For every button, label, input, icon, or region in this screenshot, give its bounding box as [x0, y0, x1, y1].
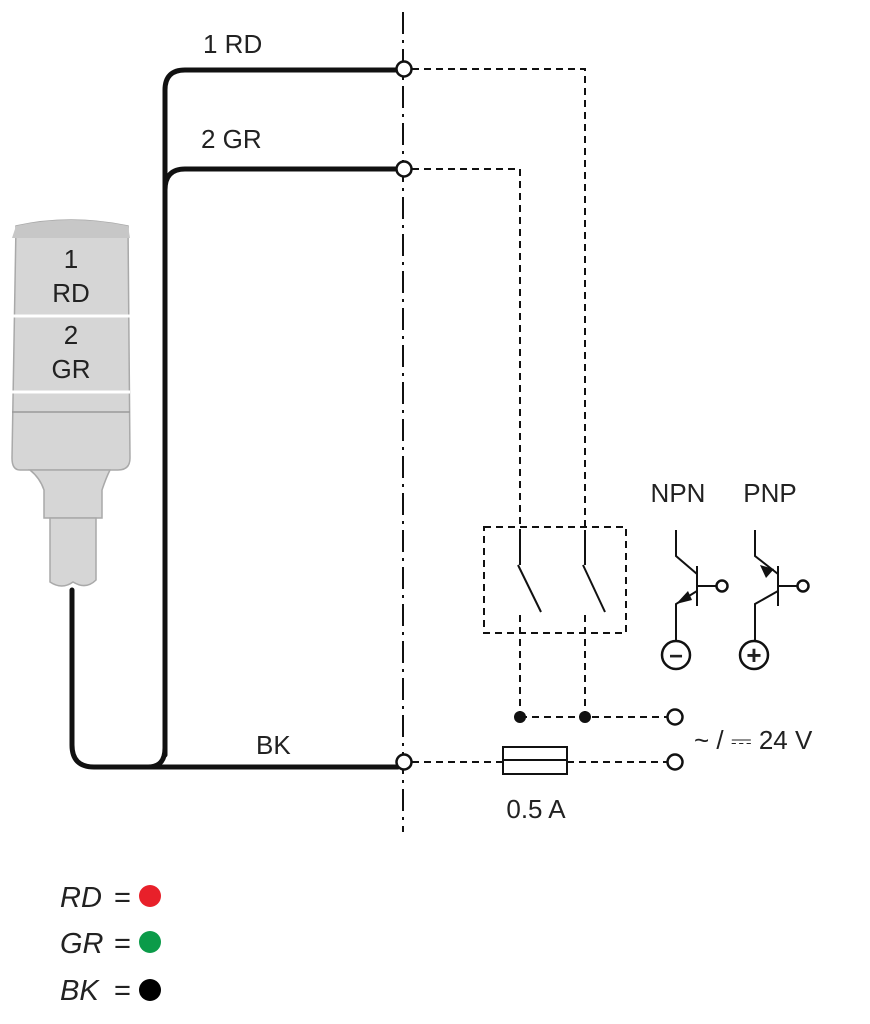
- terminal-rd: [395, 60, 413, 78]
- legend-code-gr: GR: [60, 928, 104, 960]
- legend-eq-gr: =: [114, 928, 131, 960]
- legend-swatch-bk: [139, 979, 161, 1001]
- pnp-transistor-symbol: PNP +: [738, 478, 810, 671]
- tier1-color-code: RD: [52, 278, 90, 308]
- terminal-gr: [395, 160, 413, 178]
- wire-rd: [162, 67, 401, 758]
- tier1-number: 1: [64, 244, 78, 274]
- pnp-emitter-arrow: [760, 565, 774, 578]
- signal-light-base: [27, 469, 112, 519]
- npn-label: NPN: [651, 478, 706, 508]
- legend-swatch-gr: [139, 931, 161, 953]
- tier2-number: 2: [64, 320, 78, 350]
- switch-contact-2: [582, 564, 606, 613]
- npn-emitter-arrow: [676, 591, 692, 604]
- wire-bk: [69, 587, 401, 770]
- switch-box: [483, 526, 627, 634]
- junction-dot: [579, 711, 591, 723]
- tier2-color-code: GR: [52, 354, 91, 384]
- supply-terminal-top: [666, 708, 684, 726]
- wire-gr: [162, 166, 401, 193]
- terminal-bk: [395, 753, 413, 771]
- pnp-polarity-sign: +: [746, 640, 761, 670]
- junction-dot: [514, 711, 526, 723]
- signal-light-cable-sleeve: [49, 517, 97, 587]
- legend-code-rd: RD: [60, 882, 102, 914]
- signal-light: 1 RD 2 GR: [11, 219, 131, 587]
- legend-code-bk: BK: [60, 975, 100, 1007]
- ext-wire-gr: [412, 168, 521, 530]
- npn-transistor-symbol: NPN −: [651, 478, 729, 671]
- wire-gr-label: 2 GR: [201, 124, 262, 154]
- wire-rd-label: 1 RD: [203, 29, 262, 59]
- fuse-label: 0.5 A: [506, 794, 566, 824]
- supply-terminal-bottom: [666, 753, 684, 771]
- legend-eq-rd: =: [114, 882, 131, 914]
- signal-light-cap: [12, 220, 130, 238]
- legend-eq-bk: =: [114, 975, 131, 1007]
- color-legend: RD = GR = BK =: [60, 882, 161, 1007]
- wire-bundle-join: [145, 745, 168, 770]
- wire-bk-label: BK: [256, 730, 291, 760]
- npn-polarity-sign: −: [669, 643, 683, 670]
- switch-contact-1: [517, 564, 542, 613]
- supply-voltage-label: ~ / ⎓ 24 V: [694, 725, 813, 755]
- ext-wire-rd: [412, 68, 586, 530]
- legend-swatch-rd: [139, 885, 161, 907]
- pnp-label: PNP: [743, 478, 796, 508]
